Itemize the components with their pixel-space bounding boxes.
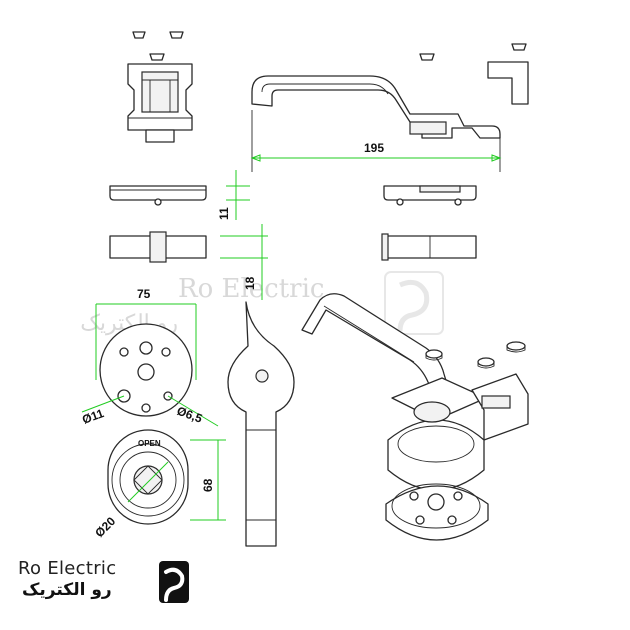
dim-label-hole-6-5: Ø6,5 bbox=[175, 404, 205, 426]
brand-logo-icon bbox=[159, 561, 189, 603]
dim-label-68: 68 bbox=[201, 478, 215, 492]
dimension-height-11: 11 bbox=[217, 170, 250, 220]
rotary-dial: OPEN Ø20 bbox=[92, 429, 189, 540]
screw-caps-top bbox=[132, 31, 527, 61]
watermark-latin: Ro Electric bbox=[178, 274, 325, 304]
base-plate-right bbox=[383, 185, 477, 206]
dim-label-hole-11: Ø11 bbox=[80, 406, 106, 427]
base-plate-left bbox=[109, 185, 207, 206]
isometric-assembly bbox=[301, 293, 529, 541]
brand-name-fa: رو الکتریک bbox=[22, 580, 112, 600]
dim-label-18: 18 bbox=[243, 276, 257, 290]
dimension-height-68: 68 bbox=[190, 439, 226, 521]
dim-label-11: 11 bbox=[217, 207, 231, 220]
dimension-width-195: 195 bbox=[250, 141, 502, 162]
mounting-disc bbox=[99, 323, 193, 417]
spacer-right bbox=[381, 233, 477, 261]
dimension-height-18: 18 bbox=[220, 224, 268, 300]
brand-logo-block: Ro Electric رو الکتریک bbox=[18, 558, 218, 610]
lock-body-front-view bbox=[127, 63, 193, 143]
dim-label-bore-20: Ø20 bbox=[92, 514, 118, 540]
dim-label-75: 75 bbox=[137, 287, 151, 301]
dial-open-label: OPEN bbox=[138, 439, 161, 448]
handle-side-view bbox=[251, 75, 501, 172]
screw-caps-assembly bbox=[425, 341, 526, 369]
dimension-hole-6-5: Ø6,5 bbox=[167, 395, 219, 427]
watermark: Ro Electric رو الکتریک bbox=[80, 271, 444, 336]
dimension-diameter-75: 75 bbox=[95, 287, 197, 380]
bracket-part bbox=[487, 61, 529, 105]
handle-front-view bbox=[227, 301, 295, 547]
spacer-left bbox=[109, 231, 207, 263]
brand-name-en: Ro Electric bbox=[18, 558, 117, 579]
dim-label-195: 195 bbox=[364, 141, 384, 155]
watermark-logo bbox=[384, 271, 444, 335]
